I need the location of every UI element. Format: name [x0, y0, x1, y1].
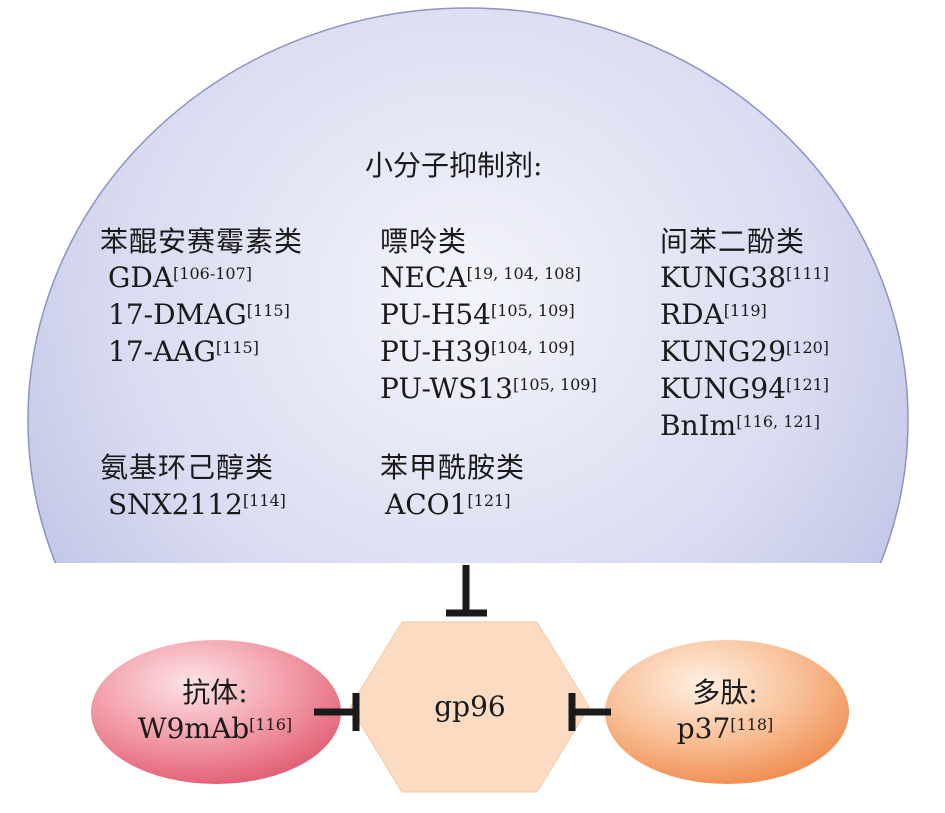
peptide-node: [605, 640, 849, 784]
list-item: KUNG29[120]: [660, 335, 830, 368]
inhibition-peptide-to-gp96: [568, 693, 611, 731]
list-item: 17-DMAG[115]: [108, 298, 290, 331]
list-item: 17-AAG[115]: [108, 335, 259, 368]
list-item: PU-WS13[105, 109]: [380, 372, 597, 405]
list-item: SNX2112[114]: [108, 488, 286, 521]
list-item: NECA[19, 104, 108]: [380, 261, 581, 294]
group-heading-purine: 嘌呤类: [380, 225, 468, 258]
list-item: ACO1[121]: [385, 488, 511, 521]
antibody-node: [91, 640, 341, 784]
dome-title: 小分子抑制剂:: [365, 149, 543, 182]
list-item: RDA[119]: [660, 298, 767, 331]
antibody-item: W9mAb[116]: [137, 712, 293, 745]
list-item: PU-H39[104, 109]: [380, 335, 575, 368]
list-item: GDA[106-107]: [108, 261, 253, 294]
list-item: PU-H54[105, 109]: [380, 298, 575, 331]
list-item: KUNG94[121]: [660, 372, 830, 405]
antibody-title: 抗体:: [182, 676, 248, 709]
group-heading-benzoquinone: 苯醌安赛霉素类: [100, 225, 304, 258]
gp96-hexagon: [349, 621, 590, 793]
group-heading-benzamide: 苯甲酰胺类: [380, 451, 526, 484]
gp96-label: gp96: [434, 690, 506, 723]
list-item: KUNG38[111]: [660, 261, 830, 294]
inhibition-antibody-to-gp96: [314, 693, 360, 731]
inhibition-dome-to-gp96: [446, 565, 487, 617]
group-heading-aminocyclohexanol: 氨基环己醇类: [100, 451, 275, 484]
peptide-item: p37[118]: [676, 712, 774, 745]
list-item: BnIm[116, 121]: [660, 409, 820, 442]
group-heading-resorcinol: 间苯二酚类: [660, 225, 806, 258]
peptide-title: 多肽:: [692, 676, 758, 709]
small-molecule-dome: [27, 7, 909, 563]
